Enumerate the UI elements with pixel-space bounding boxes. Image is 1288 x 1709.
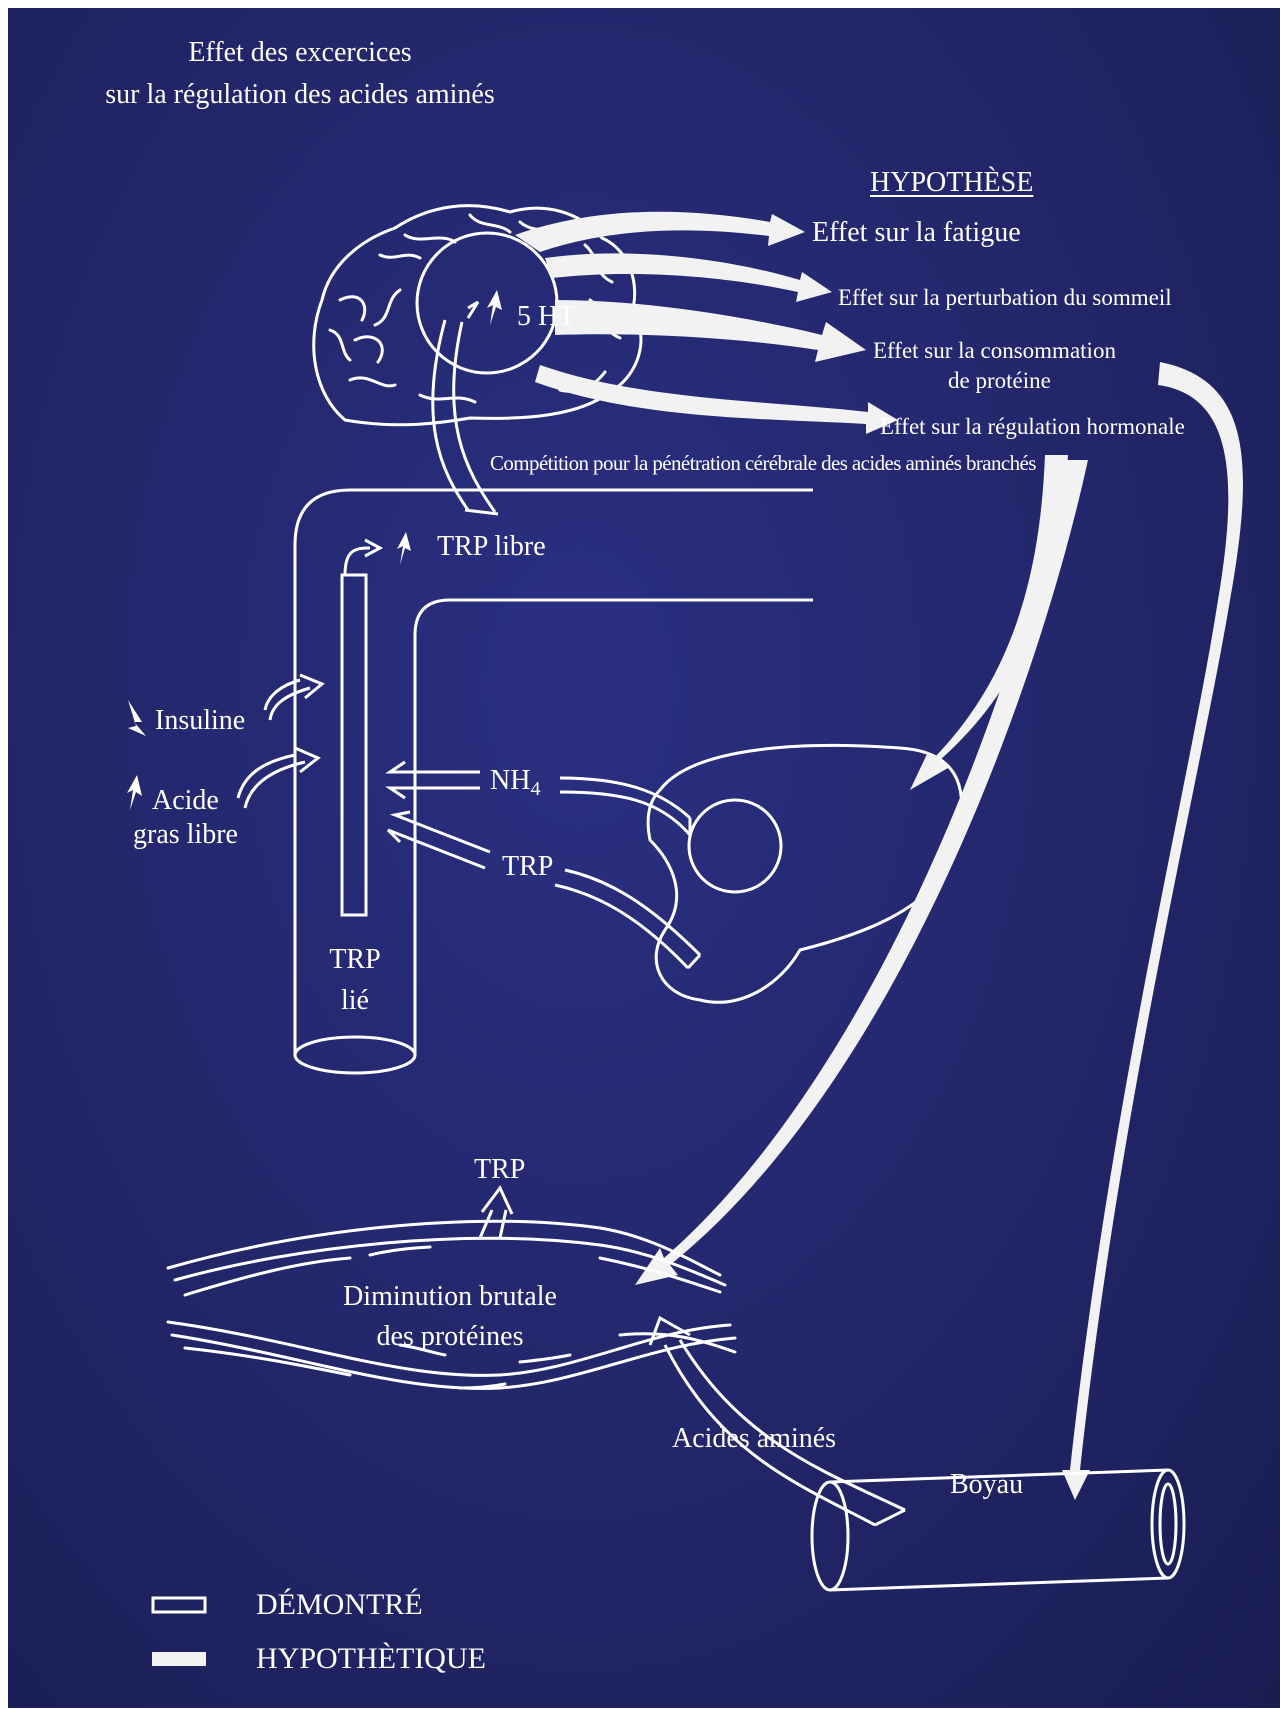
bound-trp-line-2: lié bbox=[310, 986, 400, 1017]
nh4-subscript: 4 bbox=[530, 778, 540, 800]
muscle-label-line-1: Diminution brutale bbox=[300, 1282, 600, 1313]
effect-protein-line-2: de protéine bbox=[948, 368, 1051, 393]
title-line-1: Effet des excercices bbox=[50, 38, 550, 69]
trp-into-brain-arrow bbox=[433, 302, 498, 514]
ffa-label-line-1: Acide bbox=[152, 786, 219, 817]
arrow-sleep bbox=[545, 253, 832, 302]
legend-hypothetical-label: HYPOTHÈTIQUE bbox=[256, 1642, 486, 1675]
legend-hypothetical-swatch bbox=[152, 1652, 206, 1666]
arrow-protein bbox=[555, 300, 866, 362]
nh4-label: NH4 bbox=[490, 766, 540, 800]
arrow-to-gut bbox=[1062, 362, 1243, 1500]
effect-protein-line-1: Effet sur la consommation bbox=[873, 338, 1116, 363]
muscle-label-line-2: des protéines bbox=[300, 1322, 600, 1353]
title-line-2: sur la régulation des acides aminés bbox=[50, 80, 550, 111]
downstream-arrows bbox=[635, 362, 1243, 1500]
amino-acids-label: Acides aminés bbox=[672, 1424, 836, 1455]
insulin-down-icon bbox=[128, 700, 146, 736]
effect-hormonal: Effet sur la régulation hormonale bbox=[880, 414, 1185, 439]
muscle-trp-label: TRP bbox=[474, 1155, 525, 1186]
arrow-hormonal bbox=[535, 365, 898, 434]
hypothesis-heading: HYPOTHÈSE bbox=[870, 168, 1033, 199]
free-trp-arrow bbox=[345, 540, 380, 575]
serotonin-up-icon bbox=[487, 290, 502, 325]
gut-label: Boyau bbox=[950, 1470, 1023, 1501]
free-trp-up-icon bbox=[397, 532, 411, 565]
competition-label: Compétition pour la pénétration cérébral… bbox=[490, 452, 1036, 475]
ffa-up-icon bbox=[127, 775, 142, 810]
nh4-base: NH bbox=[490, 765, 530, 796]
legend-demonstrated-swatch bbox=[153, 1598, 205, 1612]
serotonin-label: 5 HT bbox=[517, 302, 575, 333]
arrow-fatigue bbox=[515, 212, 805, 252]
muscle-trp-arrow bbox=[480, 1188, 512, 1238]
bound-trp-column bbox=[342, 575, 366, 915]
legend-demonstrated-label: DÉMONTRÉ bbox=[256, 1588, 423, 1621]
liver-nucleus bbox=[689, 800, 781, 892]
ffa-label-line-2: gras libre bbox=[133, 820, 238, 851]
effect-fatigue: Effet sur la fatigue bbox=[812, 218, 1021, 249]
factor-arrows bbox=[238, 675, 322, 808]
free-trp-label: TRP libre bbox=[437, 532, 546, 563]
effect-sleep: Effet sur la perturbation du sommeil bbox=[838, 285, 1172, 310]
amino-acid-arrow bbox=[650, 1318, 905, 1525]
bound-trp-line-1: TRP bbox=[310, 945, 400, 976]
insulin-label: Insuline bbox=[155, 706, 245, 737]
liver-trp-label: TRP bbox=[502, 852, 553, 883]
arrow-to-muscle bbox=[635, 460, 1088, 1285]
